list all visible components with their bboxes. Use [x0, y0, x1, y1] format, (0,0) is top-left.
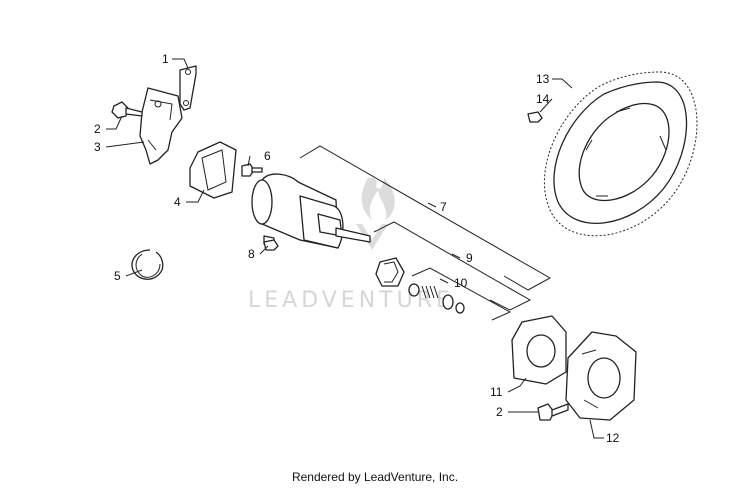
callout-12: 12 [606, 431, 620, 445]
callout-5: 5 [114, 269, 121, 283]
callout-10: 10 [454, 276, 468, 290]
callout-6: 6 [264, 149, 271, 163]
part-7-starter-motor [251, 173, 371, 249]
part-12-cover-plate [565, 331, 637, 421]
part-2-bolt-upper [111, 101, 143, 119]
callout-13: 13 [536, 72, 550, 86]
footer-credit: Rendered by LeadVenture, Inc. [291, 470, 459, 484]
callout-2-lower: 2 [496, 405, 503, 419]
part-3-bracket [139, 87, 183, 165]
part-5-snap-ring [131, 249, 164, 280]
group-bracket-lines [299, 145, 552, 321]
part-10-spring-kit [408, 283, 465, 314]
part-4-cover [189, 141, 237, 199]
callout-7: 7 [440, 200, 447, 214]
callout-8: 8 [248, 247, 255, 261]
callout-9: 9 [466, 251, 473, 265]
callout-14: 14 [536, 92, 550, 106]
callout-11: 11 [490, 385, 503, 399]
part-6-screw [241, 163, 263, 177]
part-9-pinion-gear [375, 257, 405, 287]
part-2-bolt-lower [537, 403, 569, 421]
callout-1: 1 [162, 52, 169, 66]
callout-leader-lines [105, 58, 604, 439]
part-11-plate [511, 315, 567, 385]
part-13-ring-gear [543, 71, 698, 237]
callout-4: 4 [174, 195, 181, 209]
part-1-strap [179, 65, 197, 111]
watermark-text: LEADVENTURE [248, 288, 454, 313]
callout-3: 3 [94, 140, 101, 154]
part-14-screw [527, 111, 543, 123]
callout-2-upper: 2 [94, 122, 101, 136]
